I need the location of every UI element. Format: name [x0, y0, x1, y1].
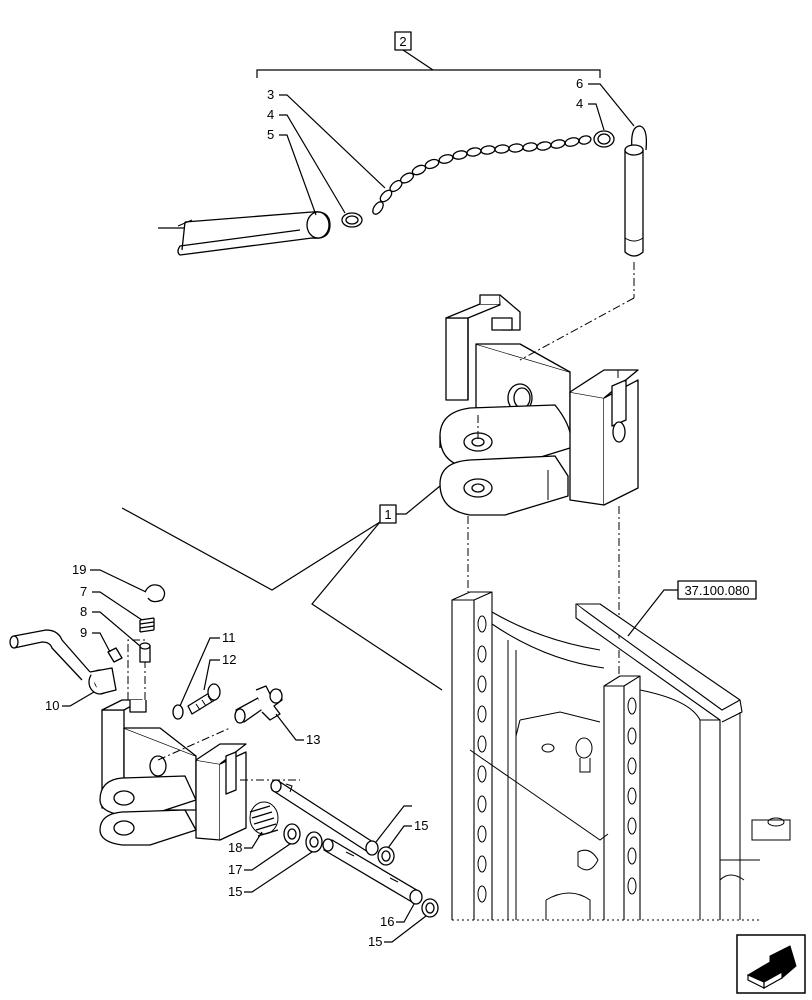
top-callouts: 3 4 5 6 4 [267, 76, 635, 216]
tractor-frame [451, 591, 791, 921]
callout-15-b: 15 [228, 884, 242, 899]
callout-7: 7 [80, 584, 87, 599]
callout-18: 18 [228, 840, 242, 855]
washer-15-b [305, 831, 323, 853]
lower-callouts: 19 7 8 9 10 11 12 13 15 18 17 15 16 15 [45, 562, 428, 949]
roll-pin-9 [107, 647, 123, 663]
chain-3 [372, 135, 592, 215]
callout-13: 13 [306, 732, 320, 747]
shaft-14 [270, 779, 379, 856]
callout-4-right: 4 [576, 96, 583, 111]
washer-15-a [377, 846, 395, 866]
callout-9: 9 [80, 625, 87, 640]
callout-15-c: 15 [368, 934, 382, 949]
callout-15-a: 15 [414, 818, 428, 833]
callout-4-left: 4 [267, 107, 274, 122]
hitch-pin-6 [624, 125, 648, 298]
lever-10 [9, 629, 117, 695]
next-page-arrow-icon[interactable] [736, 934, 806, 994]
shaft-16 [322, 838, 423, 905]
reference-37-100-080[interactable]: 37.100.080 [627, 580, 757, 637]
callout-17: 17 [228, 862, 242, 877]
assembly-centerlines [467, 506, 620, 680]
callout-5: 5 [267, 127, 274, 142]
callout-1: 1 [384, 507, 391, 522]
spring-18 [249, 801, 279, 837]
knob-13 [234, 685, 283, 724]
ring-4-left [341, 212, 363, 228]
callout-11: 11 [222, 630, 236, 645]
linch-pin-5 [158, 211, 331, 256]
washer-11 [172, 704, 184, 720]
callout-8: 8 [80, 604, 87, 619]
callout-10: 10 [45, 698, 59, 713]
hitch-assembly-1 [439, 294, 639, 516]
hitch-subassembly [99, 639, 300, 846]
washer-17 [283, 823, 301, 845]
callout-12: 12 [222, 652, 236, 667]
callout-1-group: 1 [121, 485, 443, 691]
kit-2-bracket: 2 [256, 31, 601, 78]
ring-4-right [593, 130, 615, 148]
callout-19: 19 [72, 562, 86, 577]
reference-label: 37.100.080 [684, 583, 749, 598]
washer-15-c [421, 898, 439, 918]
bolt-12 [187, 683, 221, 715]
plunger-8 [139, 642, 151, 663]
callout-2: 2 [399, 34, 406, 49]
callout-6: 6 [576, 76, 583, 91]
callout-16: 16 [380, 914, 394, 929]
spring-7 [139, 617, 155, 633]
callout-3: 3 [267, 87, 274, 102]
snap-ring-19 [144, 584, 166, 603]
